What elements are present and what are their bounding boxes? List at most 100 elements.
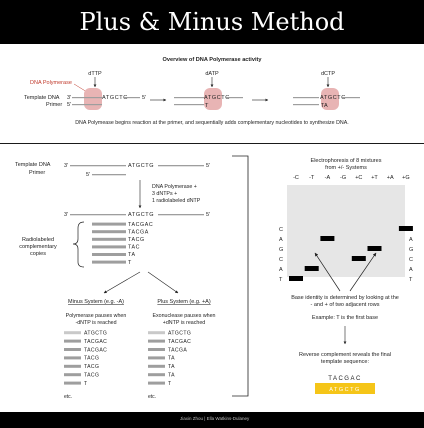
system-bar — [64, 339, 81, 343]
polymerase-blob-2 — [204, 88, 222, 110]
system-bar — [148, 339, 165, 343]
gel-band — [289, 276, 303, 281]
system-sequence: TACGAC — [168, 339, 191, 345]
reverse-complement: Reverse complement reveals the final tem… — [299, 352, 391, 394]
copy-bar — [92, 230, 126, 234]
polymerase-blob-1 — [84, 88, 102, 110]
svg-text:Exonuclease pauses when: Exonuclease pauses when — [152, 313, 215, 319]
svg-text:1 radiolabeled dNTP: 1 radiolabeled dNTP — [152, 198, 201, 204]
copy-sequence: T — [128, 260, 132, 266]
primer-label: Primer — [46, 102, 62, 108]
lane-label: -A — [325, 175, 331, 181]
lane-label: +A — [387, 175, 394, 181]
gel-band — [351, 256, 366, 261]
svg-text:- and + of two adjacent rows: - and + of two adjacent rows — [311, 302, 380, 308]
gel-explanation: Base identity is determined by looking a… — [291, 295, 399, 321]
system-sequence: T — [168, 381, 172, 387]
copy-bar — [92, 222, 126, 226]
template-primer-setup: Template DNA Primer 3' ATGCTG 5' 5' — [15, 162, 210, 178]
dntp-label-1: dTTP — [88, 71, 102, 77]
gel-background — [287, 185, 405, 277]
row-label: T — [279, 277, 283, 283]
copy-sequence: TAC — [128, 245, 140, 251]
svg-text:3': 3' — [64, 212, 68, 218]
lane-label: -G — [340, 175, 346, 181]
system-sequence: T — [84, 381, 88, 387]
svg-text:template sequence:: template sequence: — [321, 359, 369, 365]
svg-text:Template DNA: Template DNA — [15, 162, 51, 168]
copy-sequence: TACG — [128, 237, 145, 243]
overview-panel-2: dATP ATGCTG T — [174, 71, 243, 110]
system-bar — [64, 373, 81, 377]
svg-text:5': 5' — [86, 172, 90, 178]
primer-ext-1: T — [205, 103, 209, 109]
copy-bar — [92, 245, 126, 249]
system-sequence: TA — [168, 356, 175, 362]
gel-band — [304, 266, 319, 271]
svg-text:Reverse complement reveals the: Reverse complement reveals the final — [299, 352, 391, 358]
overview-panel-1: dTTP DNA Polymerase Template DNA 3' ATGC… — [24, 71, 146, 110]
overview-panel-3: dCTP ATGCTG TA — [293, 71, 360, 110]
gel-bands — [289, 226, 413, 281]
svg-text:Primer: Primer — [29, 170, 45, 176]
example-note: Example: T is the first base — [312, 315, 378, 321]
system-sequence: TACGA — [168, 347, 187, 353]
svg-text:from +/- Systems: from +/- Systems — [325, 165, 367, 171]
copy-bar — [92, 260, 126, 264]
polymerase-blob-3 — [321, 88, 339, 110]
copies-template: 3' ATGCTG 5' — [64, 212, 210, 218]
row-label: T — [409, 277, 413, 283]
final-sequence: TACGAC — [328, 376, 362, 382]
gel-lane-labels: -C-T-A-G+C+T+A+G — [293, 175, 410, 181]
svg-text:DNA Polymerase +: DNA Polymerase + — [152, 184, 197, 190]
svg-text:ATGCTG: ATGCTG — [128, 163, 154, 169]
row-label: C — [279, 227, 283, 233]
plus-system: Plus System (e.g. +A) Exonuclease pauses… — [148, 299, 216, 400]
row-label: G — [409, 247, 413, 253]
svg-text:3 dNTPs +: 3 dNTPs + — [152, 191, 177, 197]
row-label: A — [279, 267, 283, 273]
system-bar — [64, 331, 81, 335]
system-bar — [148, 381, 165, 385]
system-sequence: TA — [168, 373, 175, 379]
polymerase-label: DNA Polymerase — [30, 80, 72, 86]
system-bar — [148, 356, 165, 360]
svg-text:3': 3' — [64, 163, 68, 169]
svg-text:etc.: etc. — [64, 394, 72, 400]
overview-heading: Overview of DNA Polymerase activity — [163, 57, 263, 63]
system-bar — [64, 364, 81, 368]
section-connector — [232, 155, 249, 397]
svg-text:+dNTP is reached: +dNTP is reached — [163, 320, 206, 326]
page-title: Plus & Minus Method — [79, 8, 345, 36]
lane-label: -T — [309, 175, 315, 181]
plus-system-title: Plus System (e.g. +A) — [157, 299, 211, 305]
svg-text:3': 3' — [67, 95, 71, 101]
system-sequence: ATGCTG — [168, 331, 191, 337]
section-divider — [0, 143, 424, 144]
row-label: C — [409, 257, 413, 263]
footer-bar: Jiaxin Zhou | Ella Watkins-Dulaney — [0, 412, 424, 428]
system-sequence: ATGCTG — [84, 331, 107, 337]
system-bar — [64, 381, 81, 385]
lane-label: -C — [293, 175, 299, 181]
minus-system: Minus System (e.g. -A) Polymerase pauses… — [64, 299, 126, 400]
system-bar — [148, 331, 165, 335]
system-sequence: TACGAC — [84, 347, 107, 353]
svg-text:ATGCTG: ATGCTG — [128, 212, 154, 218]
svg-text:etc.: etc. — [148, 394, 156, 400]
minus-system-title: Minus System (e.g. -A) — [68, 299, 124, 305]
svg-text:Base identity is determined by: Base identity is determined by looking a… — [291, 295, 399, 301]
system-bar — [64, 356, 81, 360]
dntp-label-3: dCTP — [321, 71, 335, 77]
gel-band — [320, 236, 335, 241]
copy-bar — [92, 237, 126, 241]
system-sequence: TACG — [84, 356, 99, 362]
row-label: A — [409, 267, 413, 273]
primer-ext-2: TA — [321, 103, 328, 109]
system-bar — [64, 348, 81, 351]
copies-brace — [72, 221, 85, 268]
